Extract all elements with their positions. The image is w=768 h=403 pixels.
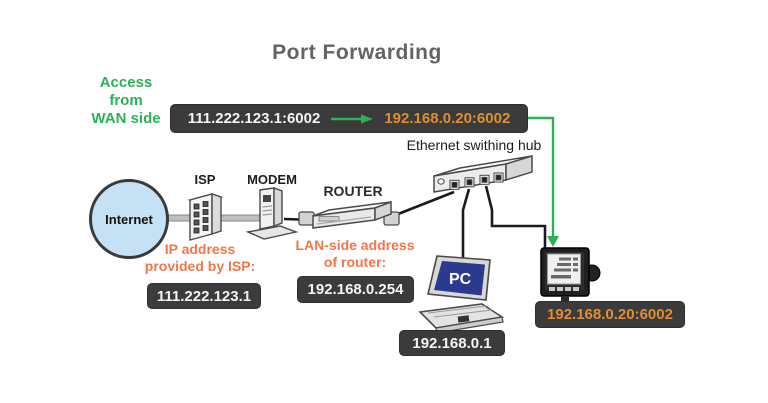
isp-windows <box>193 201 209 234</box>
pc-touchpad <box>457 315 470 323</box>
forwarding-path-line <box>528 116 555 237</box>
isp-ip-annotation: IP address provided by ISP: <box>134 241 266 275</box>
meter-buttons <box>549 287 579 291</box>
port-mapping-box: 111.222.123.1:6002 192.168.0.20:6002 <box>170 104 528 133</box>
arrow-right-icon <box>331 114 374 123</box>
pc-ip-value-box: 192.168.0.1 <box>399 330 505 356</box>
pc-screen-label: PC <box>449 271 472 288</box>
hub-pc-cable <box>461 188 471 262</box>
router-lan-annotation-line2: of router: <box>323 254 387 270</box>
wan-access-line3: WAN side <box>91 110 161 127</box>
router-lan-annotation-line1: LAN-side address <box>295 237 415 253</box>
pc-screen <box>434 261 485 296</box>
router-icon <box>312 200 392 229</box>
isp-ip-annotation-line2: provided by ISP: <box>144 258 256 274</box>
wan-access-line1: Access <box>99 74 153 91</box>
internet-cloud: Internet <box>89 179 169 259</box>
pc-laptop-icon: PC <box>418 255 505 334</box>
lan-ip-port: 192.168.0.20:6002 <box>384 110 511 127</box>
modem-icon <box>245 186 299 240</box>
modem-label: MODEM <box>247 172 297 187</box>
forwarding-arrowhead-icon <box>547 236 559 247</box>
wan-access-label: Access from WAN side <box>76 74 176 128</box>
modem-led-panel <box>263 195 271 202</box>
internet-label: Internet <box>105 211 153 227</box>
isp-ip-value-box: 111.222.123.1 <box>147 283 261 309</box>
router-label: ROUTER <box>323 183 383 199</box>
ethernet-hub-icon <box>433 154 533 193</box>
meter-device-icon <box>540 247 601 301</box>
isp-ip-annotation-line1: IP address <box>164 241 236 257</box>
wan-ip-port: 111.222.123.1:6002 <box>187 110 321 127</box>
meter-lcd-digits <box>551 257 578 279</box>
isp-building-icon <box>187 193 224 241</box>
page-title: Port Forwarding <box>272 41 442 64</box>
isp-label: ISP <box>194 172 216 187</box>
wan-access-line2: from <box>109 92 143 109</box>
meter-bottom-stub <box>561 296 569 301</box>
meter-ip-value-box: 192.168.0.20:6002 <box>535 301 685 328</box>
router-lan-value-box: 192.168.0.254 <box>297 276 414 303</box>
router-slot <box>318 216 340 222</box>
hub-label: Ethernet swithing hub <box>406 137 542 153</box>
router-lan-annotation: LAN-side address of router: <box>286 237 424 271</box>
hub-ports <box>449 172 504 190</box>
hub-meter-cable <box>484 185 547 249</box>
